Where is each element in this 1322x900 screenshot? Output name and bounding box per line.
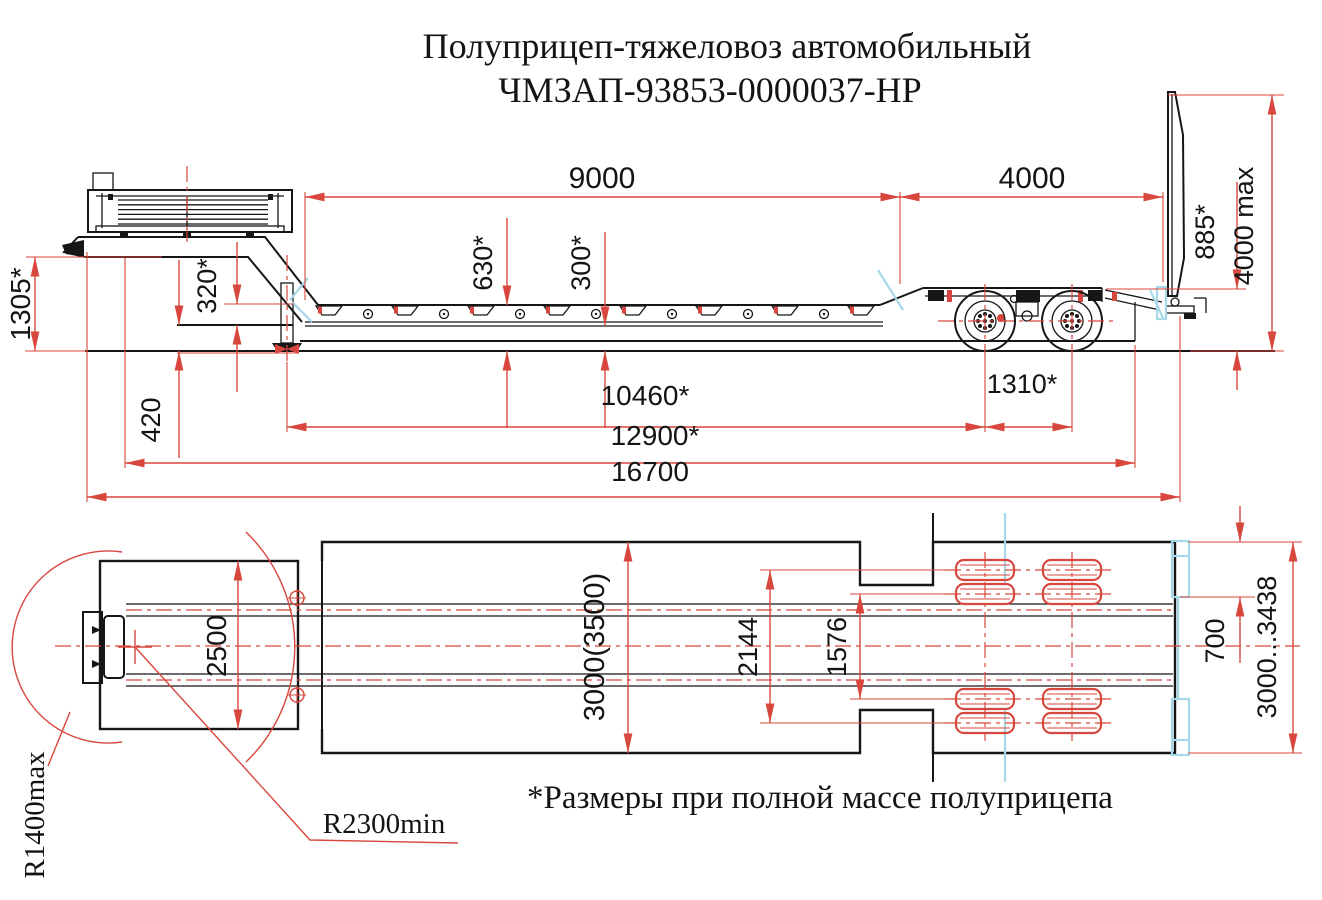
rear-ramp-raised — [1104, 91, 1207, 319]
plan-view-ramps — [1003, 513, 1191, 782]
dim-coupling-drop: 320* — [192, 258, 222, 314]
dim-overall-length: 16700 — [611, 456, 689, 487]
front-swing-arc — [11, 550, 123, 744]
turning-radius-arcs — [11, 531, 459, 844]
side-view-centerlines — [186, 166, 1118, 362]
dim-track-outer: 2144 — [733, 617, 763, 677]
side-view-extension-lines — [25, 94, 1284, 502]
dim-ramp-span: 3000...3438 — [1252, 576, 1282, 719]
drawing-model-number: ЧМЗАП-93853-0000037-НР — [498, 70, 921, 110]
dim-platform-width: 3000(3500) — [579, 573, 611, 721]
footnote: *Размеры при полной массе полуприцепа — [527, 780, 1113, 816]
dim-ramp-height: 4000 max — [1229, 166, 1259, 285]
pivot-marker-bottom — [288, 686, 306, 704]
label-front-radius: R1400max — [19, 751, 51, 879]
dim-ground-clearance: 300* — [566, 235, 596, 291]
frame-beams — [126, 603, 1173, 687]
dim-kingpin-to-bogie: 10460* — [601, 380, 690, 411]
dim-platform-length: 9000 — [569, 162, 636, 195]
label-rear-radius: R2300min — [323, 808, 446, 840]
tie-down-pockets — [314, 305, 876, 320]
dim-front-width: 2500 — [201, 615, 232, 677]
front-section-outline — [98, 559, 300, 731]
ramp-cushion — [1155, 285, 1168, 321]
side-view-dimension-lines — [30, 95, 1277, 502]
low-deck — [300, 287, 1136, 342]
dim-coupling-clearance: 420 — [136, 397, 166, 442]
front-stake-box — [87, 172, 293, 237]
dim-frame-length: 12900* — [611, 420, 700, 451]
clearance-radius-leader — [134, 646, 459, 844]
dim-deck-height: 630* — [468, 235, 498, 291]
main-platform-outline — [320, 513, 1177, 782]
rear-rise — [879, 287, 924, 306]
dim-ramp-width: 700 — [1200, 618, 1230, 663]
dim-axle-spacing: 1310* — [987, 369, 1058, 399]
pivot-marker-top — [288, 589, 306, 607]
plan-view-centerlines — [55, 552, 1300, 741]
side-view-linework — [62, 91, 1275, 352]
dim-track-inner: 1576 — [822, 617, 852, 677]
ramp-hinge — [1170, 297, 1180, 307]
clearance-arc — [245, 531, 296, 763]
drawing-title: Полуприцеп-тяжеловоз автомобильный — [423, 26, 1032, 66]
dim-gooseneck-height: 1305* — [5, 267, 36, 340]
plan-view-dimension-texts: 2500 3000(3500) 2144 1576 700 3000...343… — [19, 573, 1282, 879]
ramp-bottom-plan — [1170, 697, 1191, 757]
front-radius-leader — [47, 711, 71, 767]
plan-view-dimension-lines — [233, 506, 1298, 753]
lashing-rings — [362, 308, 830, 320]
dim-rear-deck-height: 885* — [1190, 204, 1220, 260]
plan-view-linework — [82, 513, 1177, 782]
drawbar-tongue — [82, 611, 125, 684]
title-block: Полуприцеп-тяжеловоз автомобильный ЧМЗАП… — [423, 26, 1032, 110]
side-view-dimension-texts: 9000 4000 630* 300* 1305* 320* 420 10460… — [5, 162, 1259, 487]
dim-rear-length: 4000 — [999, 162, 1066, 195]
tow-hook — [62, 240, 84, 257]
gooseneck — [62, 236, 319, 326]
